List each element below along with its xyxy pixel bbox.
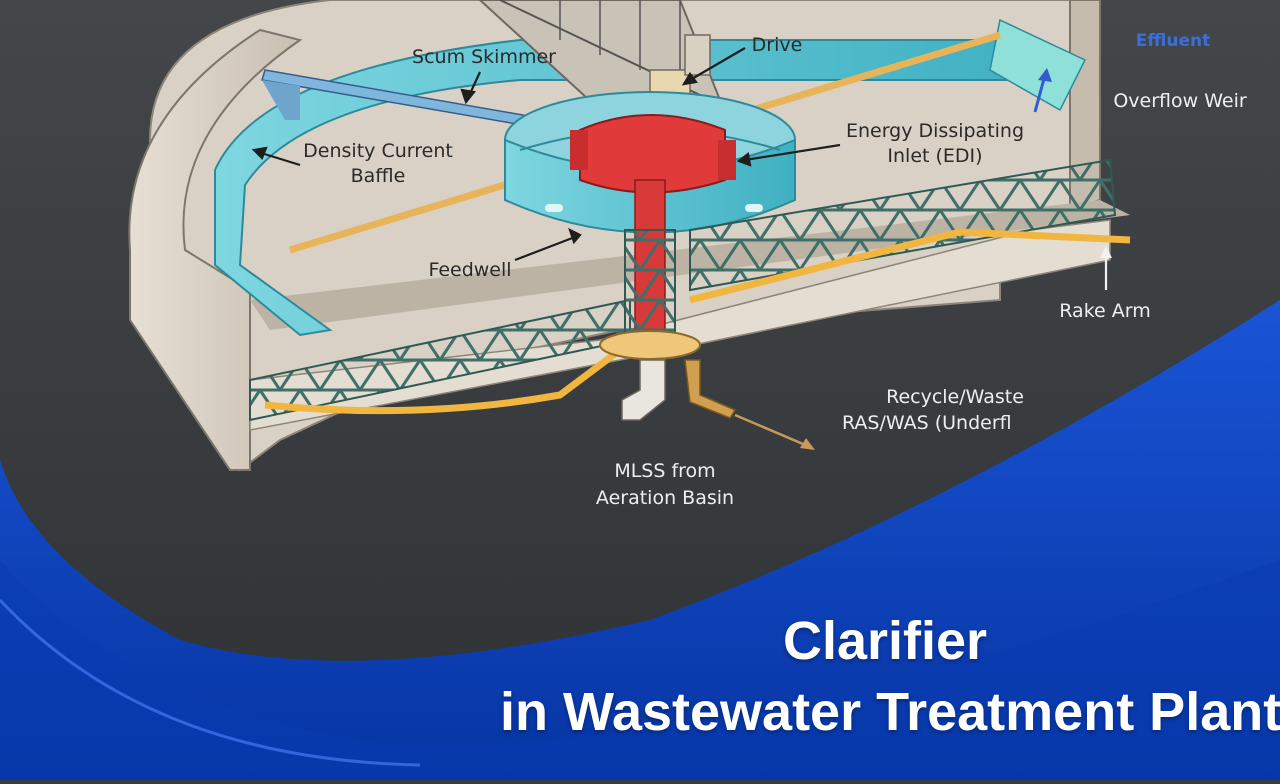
label-overflow-weir: Overflow Weir bbox=[1113, 90, 1247, 112]
label-edi-2: Inlet (EDI) bbox=[887, 145, 983, 167]
rake-truss bbox=[249, 158, 1117, 422]
rake-arm-pointer bbox=[1100, 246, 1112, 290]
title-banner bbox=[0, 300, 1280, 780]
label-edi-1: Energy Dissipating bbox=[845, 120, 1025, 142]
center-column bbox=[599, 229, 737, 421]
page-title-line-1: Clarifier bbox=[782, 611, 988, 671]
label-effluent: Effluent bbox=[1135, 31, 1211, 51]
label-density-current-2: Baffle bbox=[350, 165, 406, 187]
page-title-line-2: in Wastewater Treatment Plant bbox=[500, 682, 1280, 742]
label-drive: Drive bbox=[751, 34, 803, 56]
label-scum-skimmer: Scum Skimmer bbox=[412, 46, 556, 68]
outflow-arrow bbox=[734, 413, 815, 450]
label-density-current-1: Density Current bbox=[303, 140, 453, 162]
label-mlss-1: MLSS from bbox=[614, 460, 716, 482]
label-recycle-2: RAS/WAS (Underfl bbox=[842, 412, 1012, 434]
scum-skimmer bbox=[261, 69, 541, 129]
label-rake-arm: Rake Arm bbox=[1059, 300, 1151, 322]
rake-arm bbox=[264, 228, 1131, 415]
effluent-arrow bbox=[1033, 68, 1052, 113]
label-recycle-1: Recycle/Waste bbox=[886, 386, 1024, 408]
label-mlss-2: Aeration Basin bbox=[595, 487, 735, 509]
label-pointers bbox=[251, 47, 841, 262]
label-feedwell: Feedwell bbox=[428, 259, 512, 281]
